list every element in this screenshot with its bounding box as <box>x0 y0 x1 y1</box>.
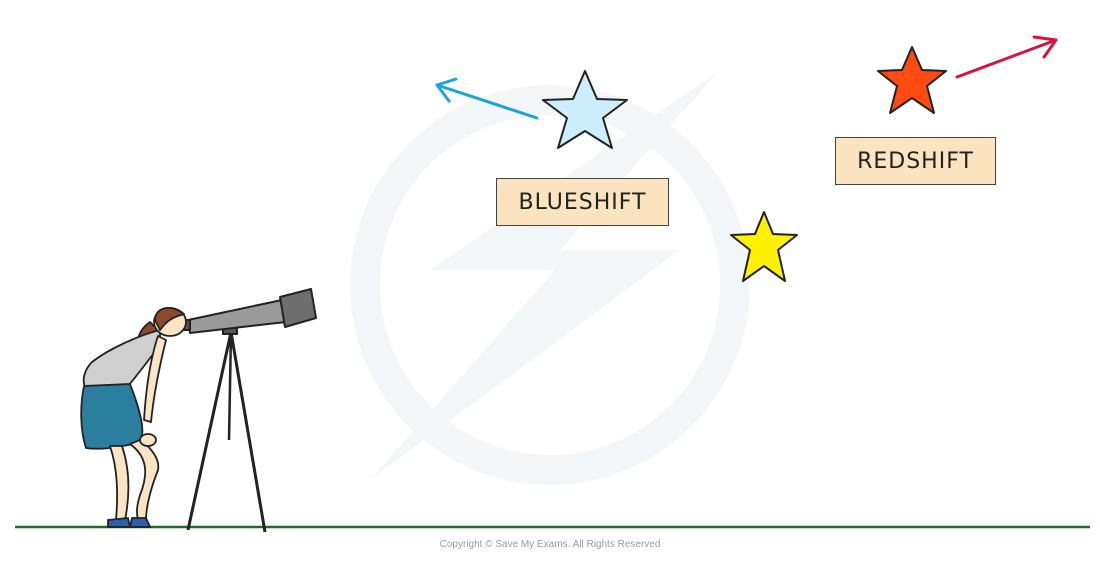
observer-person-icon <box>80 307 187 528</box>
redshift-arrow-icon <box>955 35 1058 79</box>
blueshift-arrow-icon <box>435 77 539 120</box>
copyright-notice: Copyright © Save My Exams. All Rights Re… <box>439 539 661 550</box>
redshift-star-icon <box>877 46 947 114</box>
blueshift-star-icon <box>542 70 628 149</box>
telescope-icon <box>179 288 317 533</box>
reference-star-icon <box>730 211 798 282</box>
watermark-logo-icon <box>350 70 750 485</box>
redshift-label: REDSHIFT <box>835 137 996 185</box>
blueshift-label: BLUESHIFT <box>496 178 669 226</box>
